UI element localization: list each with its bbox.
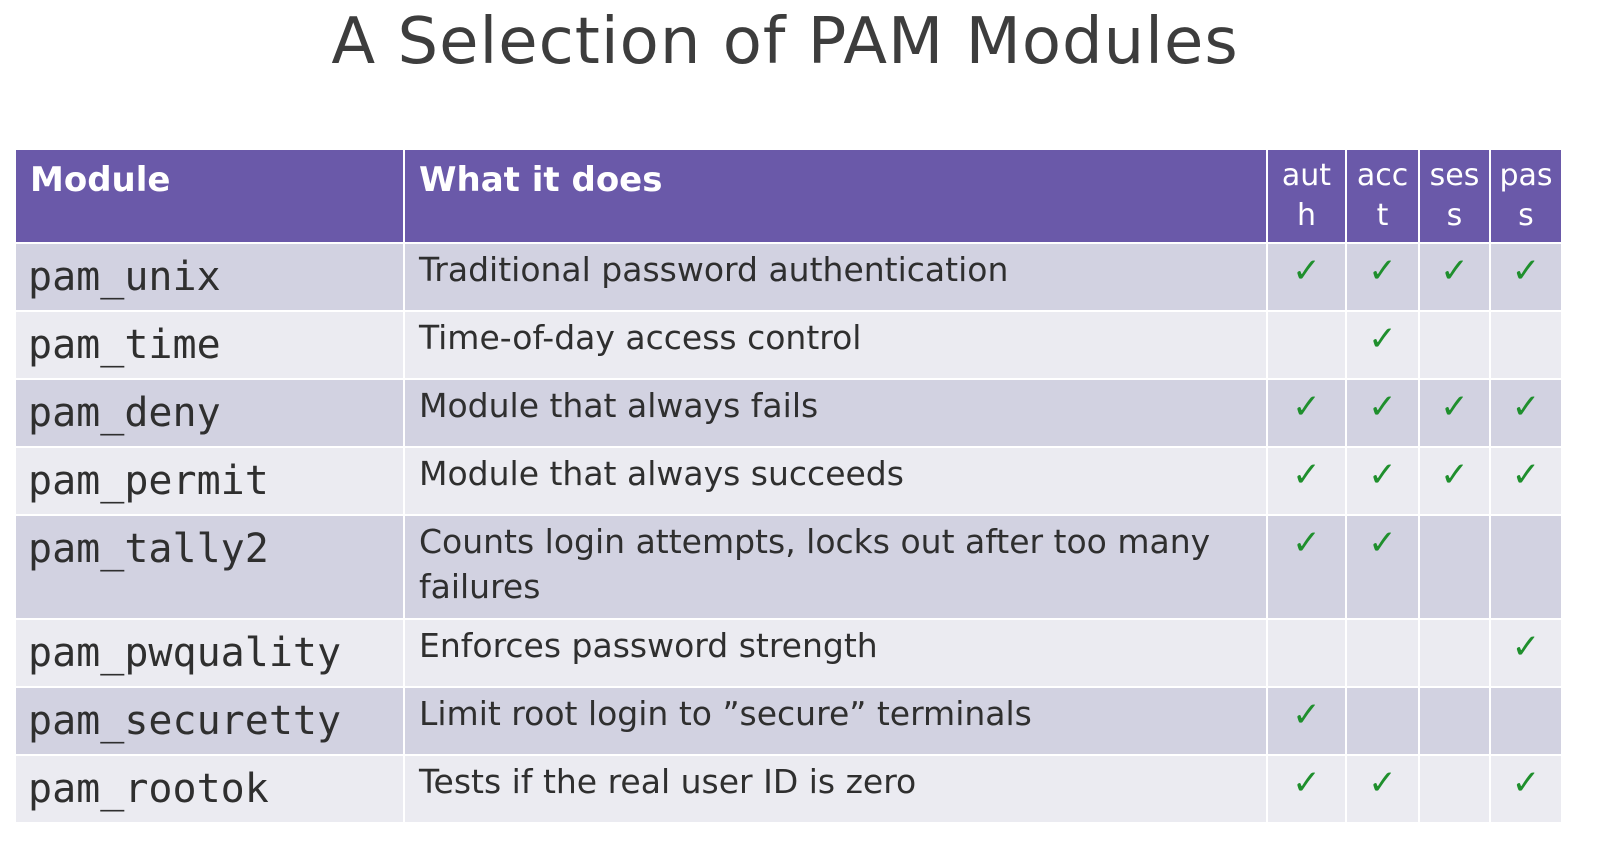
pass-cell (1491, 516, 1561, 618)
check-icon: ✓ (1368, 763, 1397, 803)
check-icon: ✓ (1292, 523, 1321, 563)
header-auth: auth (1268, 150, 1345, 242)
auth-cell: ✓ (1268, 516, 1345, 618)
check-icon: ✓ (1368, 387, 1397, 427)
module-name: pam_pwquality (16, 620, 403, 686)
acct-cell: ✓ (1347, 312, 1418, 378)
module-name: pam_tally2 (16, 516, 403, 618)
pass-cell (1491, 312, 1561, 378)
module-name: pam_unix (16, 244, 403, 310)
module-description: Module that always fails (405, 380, 1266, 446)
check-icon: ✓ (1511, 455, 1541, 495)
pass-cell: ✓ (1491, 448, 1561, 514)
sess-cell (1420, 688, 1489, 754)
header-acct: acct (1347, 150, 1418, 242)
check-icon: ✓ (1368, 455, 1397, 495)
check-icon: ✓ (1292, 251, 1321, 291)
header-module: Module (16, 150, 403, 242)
header-sess-label: sess (1429, 158, 1480, 233)
header-pass: pass (1491, 150, 1561, 242)
auth-cell: ✓ (1268, 448, 1345, 514)
check-icon: ✓ (1511, 627, 1541, 667)
auth-cell: ✓ (1268, 244, 1345, 310)
acct-cell: ✓ (1347, 516, 1418, 618)
check-icon: ✓ (1440, 455, 1469, 495)
acct-cell: ✓ (1347, 244, 1418, 310)
module-name: pam_rootok (16, 756, 403, 822)
module-description: Module that always succeeds (405, 448, 1266, 514)
header-what-it-does: What it does (405, 150, 1266, 242)
check-icon: ✓ (1292, 387, 1321, 427)
check-icon: ✓ (1368, 251, 1397, 291)
sess-cell: ✓ (1420, 380, 1489, 446)
auth-cell: ✓ (1268, 756, 1345, 822)
module-name: pam_time (16, 312, 403, 378)
acct-cell (1347, 620, 1418, 686)
module-description: Counts login attempts, locks out after t… (405, 516, 1266, 618)
page-title: A Selection of PAM Modules (331, 5, 1239, 79)
pass-cell: ✓ (1491, 380, 1561, 446)
pass-cell: ✓ (1491, 620, 1561, 686)
acct-cell: ✓ (1347, 380, 1418, 446)
module-description: Time-of-day access control (405, 312, 1266, 378)
pam-modules-table: Module What it does auth acct sess pass … (16, 150, 1561, 826)
acct-cell: ✓ (1347, 448, 1418, 514)
sess-cell: ✓ (1420, 244, 1489, 310)
check-icon: ✓ (1511, 387, 1541, 427)
acct-cell: ✓ (1347, 756, 1418, 822)
module-description: Enforces password strength (405, 620, 1266, 686)
auth-cell (1268, 620, 1345, 686)
header-sess: sess (1420, 150, 1489, 242)
auth-cell (1268, 312, 1345, 378)
auth-cell: ✓ (1268, 688, 1345, 754)
check-icon: ✓ (1440, 387, 1469, 427)
module-description: Tests if the real user ID is zero (405, 756, 1266, 822)
module-name: pam_securetty (16, 688, 403, 754)
header-auth-label: auth (1281, 158, 1332, 233)
module-description: Traditional password authentication (405, 244, 1266, 310)
pass-cell: ✓ (1491, 756, 1561, 822)
module-name: pam_deny (16, 380, 403, 446)
check-icon: ✓ (1511, 763, 1541, 803)
module-name: pam_permit (16, 448, 403, 514)
pass-cell: ✓ (1491, 244, 1561, 310)
check-icon: ✓ (1292, 695, 1321, 735)
header-acct-label: acct (1356, 158, 1409, 233)
check-icon: ✓ (1292, 763, 1321, 803)
check-icon: ✓ (1511, 251, 1541, 291)
check-icon: ✓ (1440, 251, 1469, 291)
acct-cell (1347, 688, 1418, 754)
auth-cell: ✓ (1268, 380, 1345, 446)
sess-cell (1420, 516, 1489, 618)
header-pass-label: pass (1499, 158, 1553, 233)
module-description: Limit root login to ”secure” terminals (405, 688, 1266, 754)
check-icon: ✓ (1292, 455, 1321, 495)
sess-cell (1420, 312, 1489, 378)
sess-cell (1420, 756, 1489, 822)
check-icon: ✓ (1368, 319, 1397, 359)
pass-cell (1491, 688, 1561, 754)
sess-cell (1420, 620, 1489, 686)
sess-cell: ✓ (1420, 448, 1489, 514)
check-icon: ✓ (1368, 523, 1397, 563)
